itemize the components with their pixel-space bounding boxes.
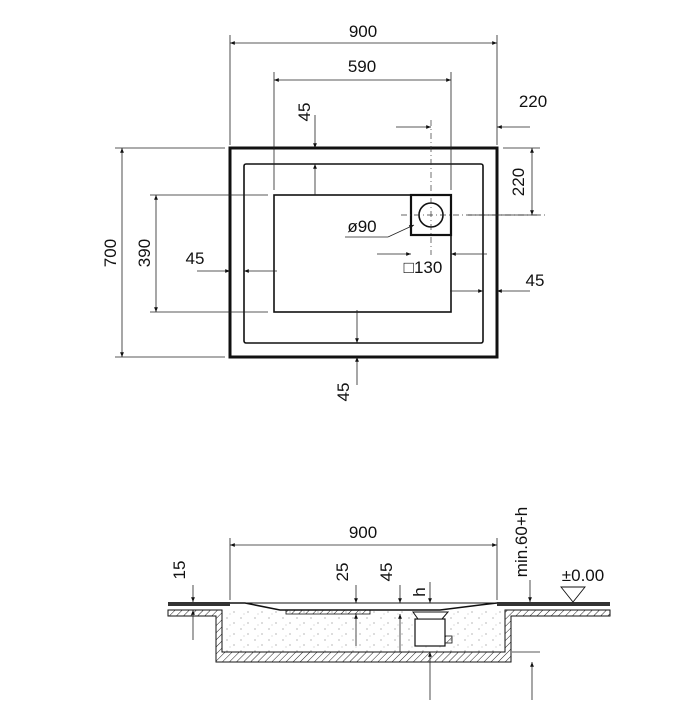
dim-rim-top-45: 45 [295,103,314,122]
plan-view: 900 590 45 220 220 700 390 45 [101,22,547,401]
dim-drain-y-220: 220 [509,168,528,196]
drain-outlet [444,635,453,644]
tray-outer-edge [228,146,499,359]
dim-rim-left-45: 45 [186,249,205,268]
section-view: 900 15 25 45 h min.60+h ±0.00 [167,507,611,700]
dim-rim-bottom-45: 45 [334,383,353,402]
dim-tray-390: 390 [135,239,154,267]
tray-support [285,609,371,615]
floor-tile-left [168,602,230,606]
dim-min-height: min.60+h [512,507,531,577]
dim-drain-diameter: ø90 [347,217,376,236]
dim-rim-right-45: 45 [526,271,545,290]
drain-body [414,618,446,647]
floor-level-label: ±0.00 [562,566,604,585]
dim-drain-x-220: 220 [519,92,547,111]
dim-depth-700: 700 [101,239,120,267]
dim-layer-15: 15 [170,561,189,580]
dim-section-width-900: 900 [349,523,377,542]
dim-h: h [410,587,429,596]
dim-drain-45: 45 [377,563,396,582]
level-marker-icon [560,586,586,603]
dim-drain-square: □130 [404,258,443,277]
dim-tray-590: 590 [348,57,376,76]
tray-inner-rim [243,163,484,344]
dim-slope-25: 25 [333,563,352,582]
screed-fill [222,610,505,652]
floor-tile-right [497,602,610,606]
dim-width-900: 900 [349,22,377,41]
tray-floor [273,194,452,313]
